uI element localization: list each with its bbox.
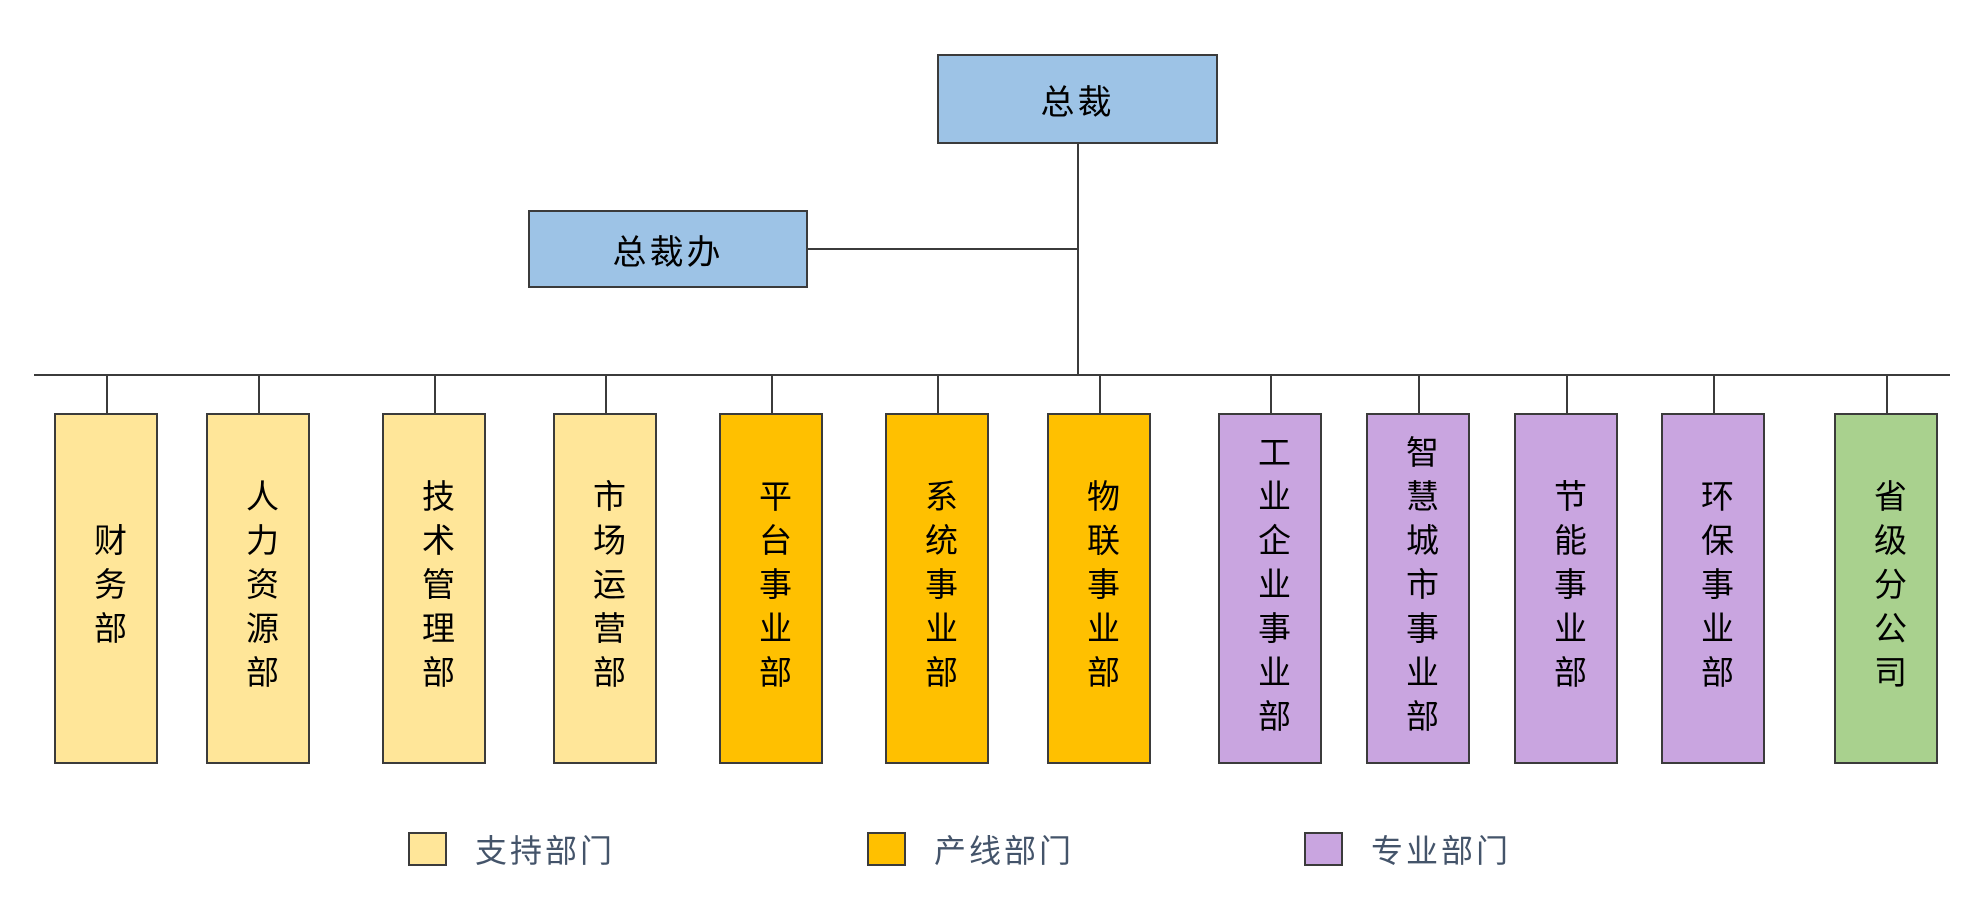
connector-drop-iot-bu bbox=[1099, 375, 1101, 414]
connector-main-bus bbox=[34, 374, 1950, 376]
connector-drop-environmental-bu bbox=[1713, 375, 1715, 414]
legend: 支持部门 产线部门 专业部门 bbox=[0, 826, 1984, 869]
connector-president-stem bbox=[1077, 144, 1079, 375]
node-bu-iot-label: 物联事业部 bbox=[1081, 478, 1118, 699]
legend-item-product-line: 产线部门 bbox=[867, 826, 1074, 872]
node-dept-finance: 财务部 bbox=[54, 413, 158, 764]
legend-item-support: 支持部门 bbox=[408, 826, 615, 872]
connector-drop-hr bbox=[258, 375, 260, 414]
connector-drop-smart-city-bu bbox=[1418, 375, 1420, 414]
legend-label-product-line: 产线部门 bbox=[934, 833, 1075, 869]
legend-label-support: 支持部门 bbox=[475, 833, 616, 869]
node-bu-platform-label: 平台事业部 bbox=[753, 478, 790, 699]
node-bu-systems-label: 系统事业部 bbox=[919, 478, 956, 699]
node-bu-smart-city: 智慧城市事业部 bbox=[1366, 413, 1470, 764]
connector-drop-energy-saving-bu bbox=[1566, 375, 1568, 414]
connector-drop-provincial-branch bbox=[1886, 375, 1888, 414]
node-bu-energy-saving-label: 节能事业部 bbox=[1548, 478, 1585, 699]
node-president: 总裁 bbox=[937, 54, 1218, 144]
node-bu-industrial-enterprise-label: 工业企业事业部 bbox=[1252, 434, 1289, 743]
connector-drop-systems-bu bbox=[937, 375, 939, 414]
node-provincial-branch-label: 省级分公司 bbox=[1868, 478, 1905, 699]
node-dept-tech-management: 技术管理部 bbox=[382, 413, 486, 764]
node-dept-finance-label: 财务部 bbox=[88, 522, 125, 655]
connector-drop-finance bbox=[106, 375, 108, 414]
node-president-office: 总裁办 bbox=[528, 210, 808, 288]
node-provincial-branch: 省级分公司 bbox=[1834, 413, 1938, 764]
connector-drop-market-operations bbox=[605, 375, 607, 414]
node-president-office-label: 总裁办 bbox=[612, 234, 724, 272]
node-bu-industrial-enterprise: 工业企业事业部 bbox=[1218, 413, 1322, 764]
connector-drop-tech-management bbox=[434, 375, 436, 414]
node-dept-market-operations: 市场运营部 bbox=[553, 413, 657, 764]
node-bu-iot: 物联事业部 bbox=[1047, 413, 1151, 764]
node-dept-hr-label: 人力资源部 bbox=[240, 478, 277, 699]
node-dept-market-operations-label: 市场运营部 bbox=[587, 478, 624, 699]
legend-swatch-support bbox=[408, 832, 447, 866]
connector-drop-platform-bu bbox=[771, 375, 773, 414]
node-bu-smart-city-label: 智慧城市事业部 bbox=[1400, 434, 1437, 743]
node-president-label: 总裁 bbox=[1040, 84, 1115, 122]
node-bu-platform: 平台事业部 bbox=[719, 413, 823, 764]
legend-item-specialty: 专业部门 bbox=[1304, 826, 1511, 872]
node-bu-environmental: 环保事业部 bbox=[1661, 413, 1765, 764]
node-bu-energy-saving: 节能事业部 bbox=[1514, 413, 1618, 764]
legend-label-specialty: 专业部门 bbox=[1371, 833, 1512, 869]
node-bu-environmental-label: 环保事业部 bbox=[1695, 478, 1732, 699]
connector-drop-industrial-bu bbox=[1270, 375, 1272, 414]
legend-swatch-product-line bbox=[867, 832, 906, 866]
node-dept-hr: 人力资源部 bbox=[206, 413, 310, 764]
legend-swatch-specialty bbox=[1304, 832, 1343, 866]
node-dept-tech-management-label: 技术管理部 bbox=[416, 478, 453, 699]
connector-office-link bbox=[808, 248, 1078, 250]
node-bu-systems: 系统事业部 bbox=[885, 413, 989, 764]
